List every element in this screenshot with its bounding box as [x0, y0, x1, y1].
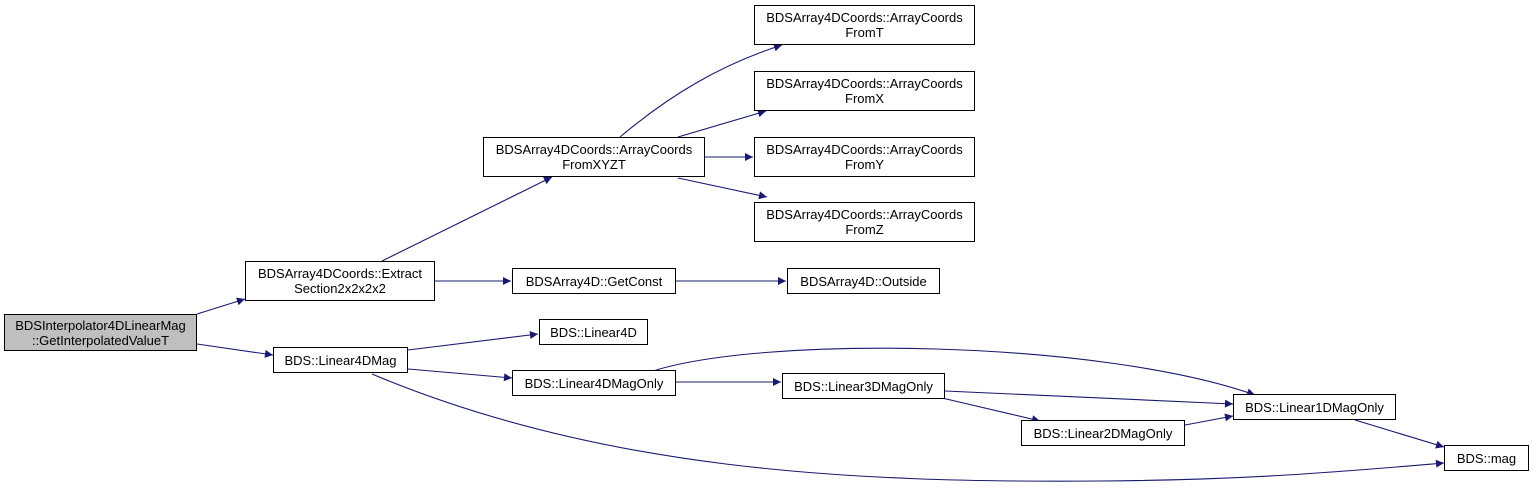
edge-linear4dmag-to-linear4dmagonly	[407, 368, 513, 382]
node-linear2dmagonly-line1: BDS::Linear2DMagOnly	[1033, 425, 1173, 441]
node-root: BDSInterpolator4DLinearMag ::GetInterpol…	[4, 314, 197, 351]
node-getconst[interactable]: BDSArray4D::GetConst	[512, 268, 676, 294]
node-fromxyzt-line1: BDSArray4DCoords::ArrayCoords	[495, 142, 693, 157]
node-fromz-line2: FromZ	[845, 222, 884, 237]
edge-extract-to-fromxyzt	[381, 176, 553, 262]
node-fromz-line1: BDSArray4DCoords::ArrayCoords	[766, 207, 963, 222]
node-linear4d-line1: BDS::Linear4D	[550, 324, 637, 340]
edge-linear3dmagonly-to-linear1dmagonly	[944, 390, 1234, 408]
node-linear4dmag[interactable]: BDS::Linear4DMag	[273, 347, 408, 373]
node-linear1dmagonly[interactable]: BDS::Linear1DMagOnly	[1233, 394, 1396, 420]
node-getconst-line1: BDSArray4D::GetConst	[525, 273, 663, 289]
edge-linear4dmag-to-linear4d	[407, 331, 539, 351]
node-fromx-line2: FromX	[845, 91, 884, 106]
node-linear4dmag-line1: BDS::Linear4DMag	[284, 352, 397, 368]
node-fromxyzt-line2: FromXYZT	[562, 157, 626, 172]
node-fromz[interactable]: BDSArray4DCoords::ArrayCoords FromZ	[754, 202, 975, 242]
edge-fromxyzt-to-fromt	[619, 43, 783, 138]
node-linear4dmagonly[interactable]: BDS::Linear4DMagOnly	[512, 370, 676, 396]
node-fromx[interactable]: BDSArray4DCoords::ArrayCoords FromX	[754, 71, 975, 111]
node-fromxyzt[interactable]: BDSArray4DCoords::ArrayCoords FromXYZT	[483, 137, 705, 177]
node-root-line2: ::GetInterpolatedValueT	[31, 332, 170, 348]
node-extract-line1: BDSArray4DCoords::Extract	[258, 266, 422, 281]
edge-linear4dmagonly-to-linear1dmagonly	[649, 347, 1256, 397]
node-fromt[interactable]: BDSArray4DCoords::ArrayCoords FromT	[754, 5, 975, 45]
node-outside-line1: BDSArray4D::Outside	[800, 273, 927, 289]
node-mag[interactable]: BDS::mag	[1444, 445, 1529, 471]
node-outside[interactable]: BDSArray4D::Outside	[787, 268, 940, 294]
node-linear3dmagonly-line1: BDS::Linear3DMagOnly	[794, 378, 933, 394]
node-linear2dmagonly[interactable]: BDS::Linear2DMagOnly	[1021, 420, 1185, 446]
edge-linear2dmagonly-to-linear1dmagonly	[1184, 413, 1234, 426]
node-linear3dmagonly[interactable]: BDS::Linear3DMagOnly	[782, 373, 945, 399]
node-fromy[interactable]: BDSArray4DCoords::ArrayCoords FromY	[754, 137, 975, 177]
edge-fromxyzt-to-fromz	[677, 177, 768, 200]
node-linear4dmagonly-line1: BDS::Linear4DMagOnly	[524, 375, 664, 391]
node-linear1dmagonly-line1: BDS::Linear1DMagOnly	[1245, 399, 1384, 415]
edge-root-to-linear4dmag	[196, 343, 274, 358]
node-fromy-line1: BDSArray4DCoords::ArrayCoords	[766, 142, 963, 157]
edge-fromxyzt-to-fromx	[677, 109, 767, 138]
node-mag-line1: BDS::mag	[1456, 450, 1517, 466]
node-extract[interactable]: BDSArray4DCoords::Extract Section2x2x2x2	[245, 261, 435, 301]
node-root-line1: BDSInterpolator4DLinearMag	[15, 317, 186, 333]
node-extract-line2: Section2x2x2x2	[294, 281, 386, 296]
node-fromt-line1: BDSArray4DCoords::ArrayCoords	[766, 10, 963, 25]
edge-root-to-extract	[196, 297, 246, 315]
edge-linear4dmag-to-mag	[371, 373, 1445, 482]
edge-linear1dmagonly-to-mag	[1354, 419, 1445, 449]
node-linear4d[interactable]: BDS::Linear4D	[539, 319, 648, 345]
node-fromy-line2: FromY	[845, 157, 884, 172]
node-fromx-line1: BDSArray4DCoords::ArrayCoords	[766, 76, 963, 91]
node-fromt-line2: FromT	[845, 25, 884, 40]
